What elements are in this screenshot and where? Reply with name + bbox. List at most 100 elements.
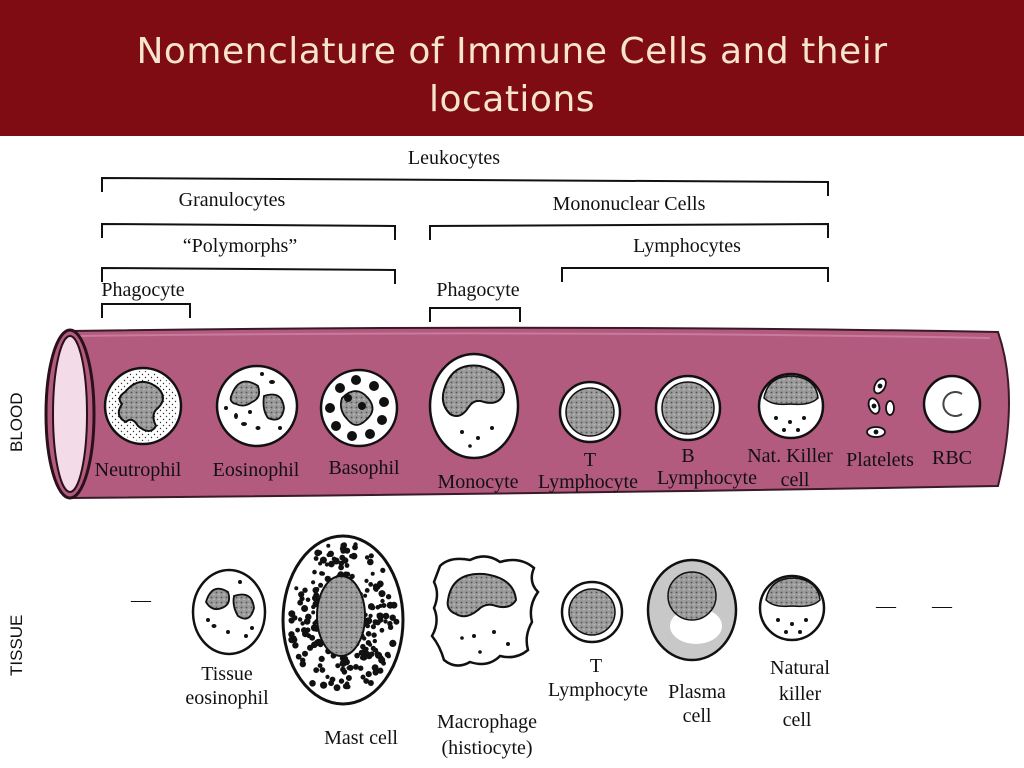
mast-granule [317, 641, 324, 648]
tissue-dash-rbc: — [931, 595, 953, 617]
mast-granule [353, 664, 359, 670]
mast-granule [358, 665, 364, 671]
platelets-cell [866, 377, 895, 438]
t-lymphocyte-tissue-cell [560, 580, 624, 644]
mast-granule [362, 636, 367, 641]
mast-granule [332, 557, 340, 565]
mast-granule [326, 543, 331, 548]
mast-granule [288, 631, 295, 638]
plasma-cell-label-line1: Plasma [668, 681, 726, 703]
mast-granule [343, 655, 349, 662]
neutrophil-label: Neutrophil [95, 459, 182, 481]
mast-granule [333, 684, 341, 692]
nk-tissue-label-line1: Natural [770, 657, 830, 679]
mast-granule [389, 614, 396, 621]
mast-granule [329, 676, 336, 683]
t-lymphocyte-label-line2: Lymphocyte [538, 471, 638, 493]
mast-granule [374, 619, 381, 626]
macrophage-label-line2: (histiocyte) [441, 737, 532, 759]
mast-cell-label: Mast cell [324, 727, 398, 749]
mast-granule [368, 553, 374, 559]
mast-granule [312, 569, 317, 575]
mast-granule [381, 660, 386, 666]
mast-granule [344, 547, 351, 554]
mast-granule [312, 621, 317, 626]
mast-granule [318, 655, 325, 663]
mast-granule [328, 560, 335, 568]
mast-granule [324, 562, 329, 567]
granulocytes-label: Granulocytes [179, 189, 286, 211]
mast-granule [313, 556, 319, 561]
mast-granule [340, 666, 346, 673]
blood-vessel [44, 326, 1010, 500]
mast-granule [319, 571, 324, 576]
mast-granule [375, 605, 381, 610]
mast-granule [318, 582, 324, 588]
mast-granule [305, 597, 311, 603]
mast-granule [367, 603, 375, 610]
mast-granule [295, 627, 300, 633]
mast-granule [380, 567, 386, 573]
mast-granule [372, 583, 379, 589]
mast-granule [381, 603, 387, 608]
mast-granule [393, 618, 400, 625]
mast-granule [327, 550, 334, 557]
mast-granule [345, 675, 352, 681]
mast-granule [301, 605, 309, 612]
mast-granule [319, 667, 326, 673]
mast-granule [377, 667, 384, 674]
tissue-dash-left: — [130, 589, 152, 611]
mast-granule [311, 610, 316, 615]
mast-granule [371, 632, 377, 638]
mast-granule [342, 557, 349, 564]
basophil-label: Basophil [328, 457, 400, 479]
mast-granule [339, 660, 347, 667]
leukocytes-bracket [101, 176, 829, 196]
polymorphs-bracket [101, 266, 396, 284]
eosinophil-cell [215, 364, 299, 448]
mast-granule [343, 571, 349, 577]
macrophage-cell [430, 555, 540, 667]
mast-granule [364, 588, 370, 593]
mast-granule [365, 617, 373, 625]
mast-granule [353, 542, 358, 547]
lymphocytes-bracket [561, 267, 829, 282]
mast-granule [288, 610, 296, 618]
nk-tissue-cell [758, 574, 826, 642]
mast-granule [300, 657, 306, 663]
bracket-group [101, 176, 829, 322]
granulocytes-bracket [101, 222, 396, 240]
phagocyte-mid-bracket [429, 307, 521, 322]
basophil-cell [319, 368, 399, 448]
mast-granule [365, 631, 372, 637]
mast-granule [319, 556, 327, 564]
mast-granule [388, 624, 393, 629]
b-lymphocyte-blood-cell [654, 374, 722, 442]
mast-granule [364, 555, 370, 560]
mast-granule [383, 619, 388, 624]
title-bar: Nomenclature of Immune Cells and their l… [0, 0, 1024, 136]
mast-granule [372, 648, 377, 653]
mast-granule [384, 614, 389, 619]
mast-granule [378, 590, 386, 598]
mast-granule [302, 650, 308, 657]
monocyte-label: Monocyte [437, 471, 518, 493]
leukocytes-label: Leukocytes [408, 147, 500, 169]
mast-granule [346, 665, 351, 671]
mast-granule [376, 612, 384, 620]
mast-granule [320, 681, 328, 689]
mast-granule [309, 680, 316, 687]
mast-granule [379, 627, 385, 633]
tissue-eosinophil-cell [191, 568, 267, 656]
mast-granule [368, 582, 374, 587]
mast-granule [317, 663, 323, 668]
b-lymphocyte-label-line2: Lymphocyte [657, 467, 757, 489]
mast-granule [372, 669, 379, 676]
mast-granule [315, 587, 320, 592]
page-title: Nomenclature of Immune Cells and their l… [136, 31, 888, 120]
nk-label-line1: Nat. Killer [747, 445, 833, 467]
mononuclear-label: Mononuclear Cells [553, 193, 706, 215]
phagocyte-left-bracket [101, 303, 191, 318]
t-lymphocyte-tissue-label-line2: Lymphocyte [548, 679, 648, 701]
macrophage-label-line1: Macrophage [437, 711, 537, 733]
